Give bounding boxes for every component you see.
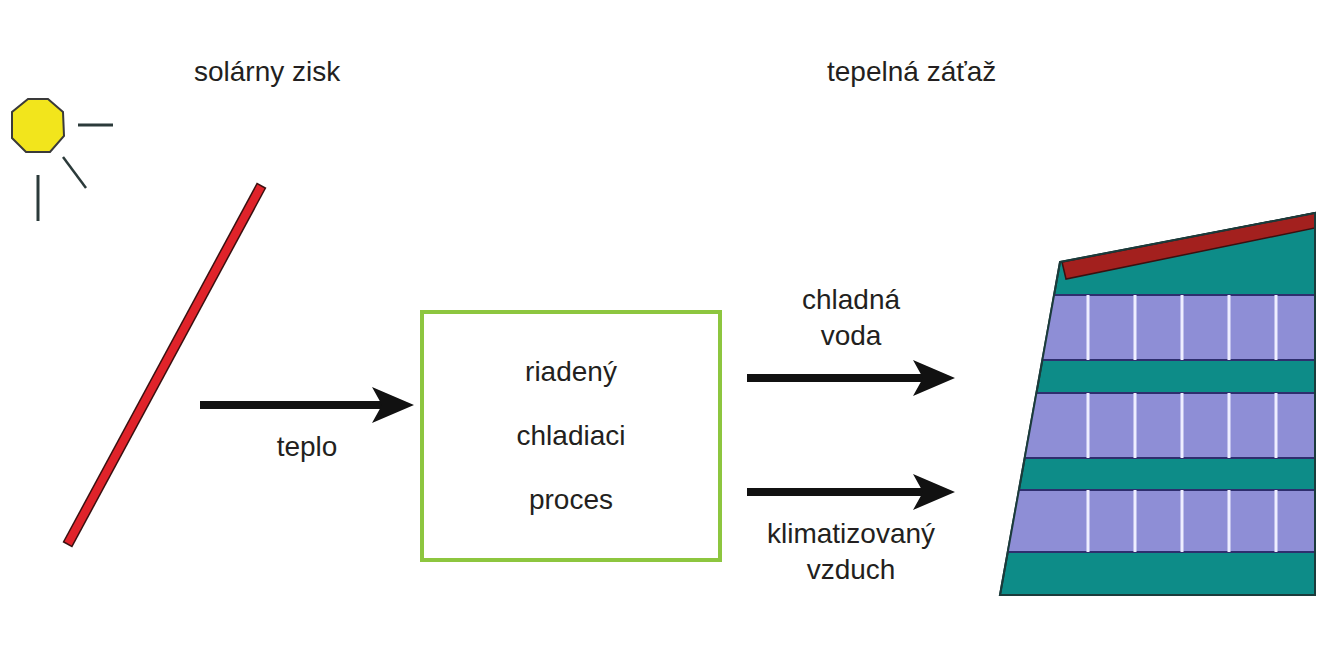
arrow-connector <box>747 488 925 496</box>
arrow-connector <box>747 374 925 382</box>
edge-label: chladná voda <box>781 282 921 354</box>
edge-label: teplo <box>247 429 367 465</box>
collector-outline <box>70 190 259 540</box>
sun-symbol <box>12 99 113 221</box>
building <box>990 213 1319 595</box>
process-box: riadený chladiaci proces <box>420 310 722 562</box>
node-text: riadený chladiaci proces <box>486 340 656 532</box>
building-node: tepelná záťaž <box>955 40 1319 610</box>
solar-collector-node: solárny zisk <box>0 40 200 560</box>
edge-label: klimatizovaný vzduch <box>736 516 966 588</box>
node-text: solárny zisk <box>194 54 340 90</box>
arrow-connector <box>200 401 384 409</box>
node-text: tepelná záťaž <box>827 54 996 90</box>
solar-collector <box>70 190 259 540</box>
